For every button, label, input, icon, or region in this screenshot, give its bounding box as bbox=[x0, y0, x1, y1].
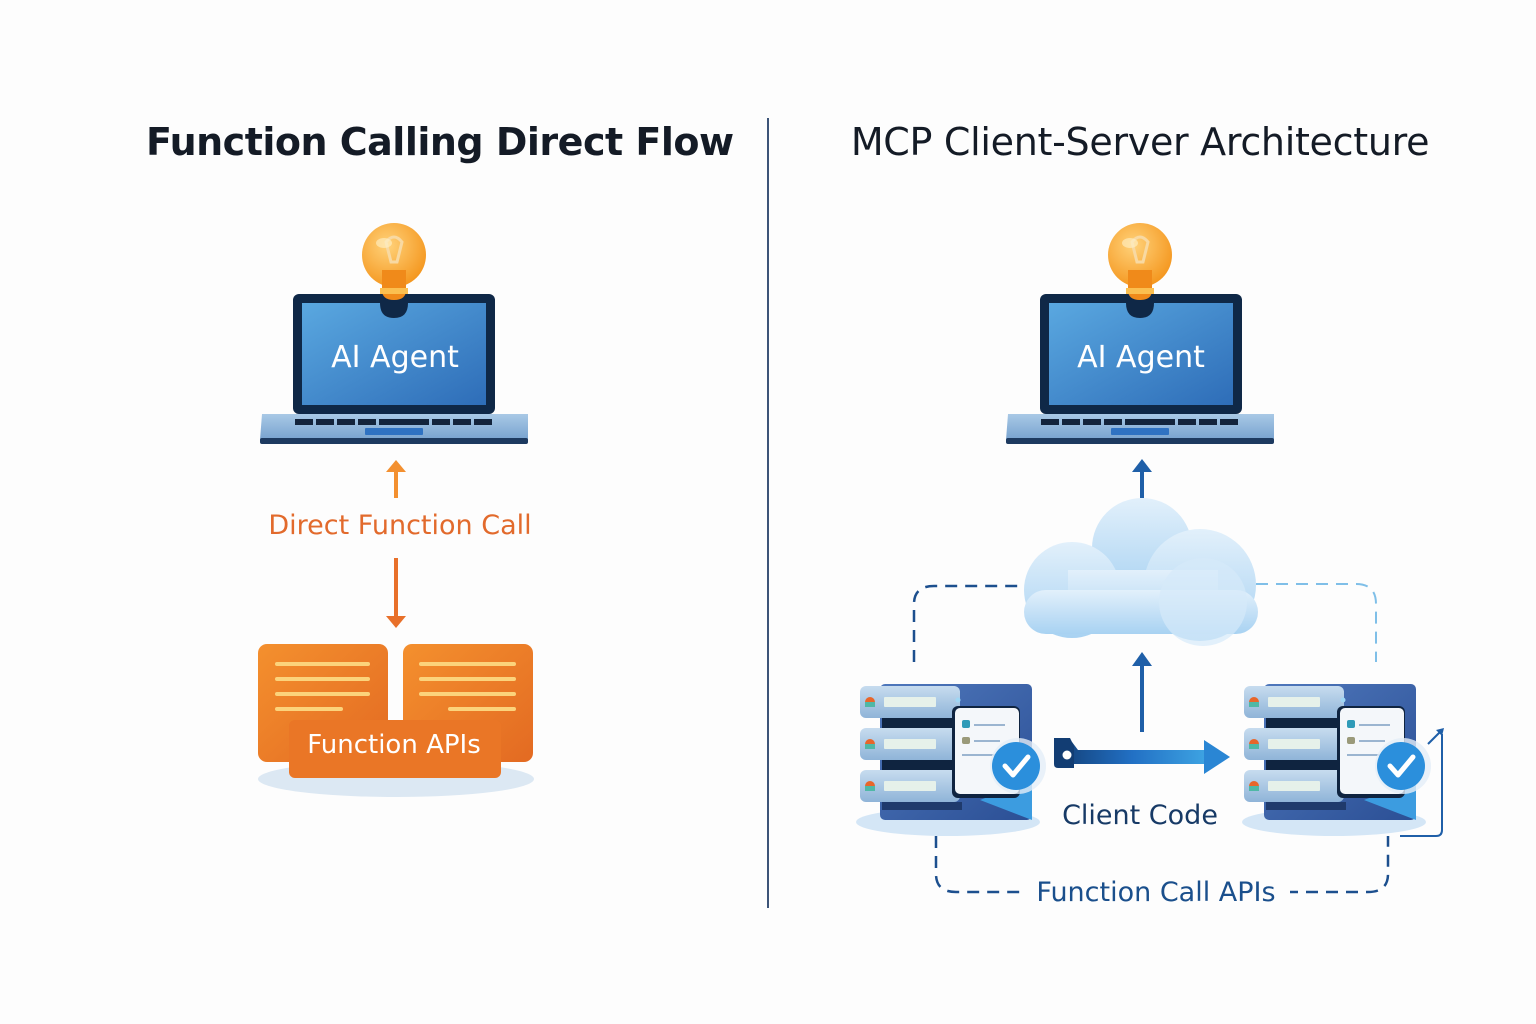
left-ai-agent-laptop bbox=[260, 294, 528, 444]
client-code-label: Client Code bbox=[1062, 800, 1218, 831]
keyboard-keys bbox=[295, 419, 492, 425]
server-right-icon bbox=[1242, 684, 1431, 836]
right-agent-label: AI Agent bbox=[1077, 340, 1205, 375]
check-icon bbox=[1375, 738, 1431, 794]
server-rack-units bbox=[860, 686, 962, 810]
doc-lines bbox=[275, 662, 516, 711]
cloud-to-agent-arrow bbox=[1132, 459, 1152, 498]
server-return-arrow bbox=[1400, 728, 1444, 837]
function-call-apis-label: Function Call APIs bbox=[1022, 877, 1290, 908]
function-apis-label: Function APIs bbox=[307, 730, 481, 760]
keyboard-keys bbox=[1041, 419, 1238, 425]
check-icon bbox=[990, 738, 1046, 794]
left-agent-label: AI Agent bbox=[331, 340, 459, 375]
left-up-arrow bbox=[386, 460, 406, 498]
right-panel-title: MCP Client-Server Architecture bbox=[850, 120, 1430, 164]
server-rack-units bbox=[1244, 686, 1346, 810]
right-ai-agent-laptop bbox=[1006, 294, 1274, 444]
left-panel-title: Function Calling Direct Flow bbox=[146, 120, 734, 164]
pipe-to-cloud-arrow bbox=[1132, 652, 1152, 732]
panel-divider bbox=[767, 118, 769, 908]
server-left-icon bbox=[856, 684, 1046, 836]
lightbulb-icon bbox=[1108, 223, 1172, 300]
cloud-icon bbox=[1024, 498, 1258, 646]
dashed-connector-bottom bbox=[934, 836, 1390, 894]
direct-function-call-label: Direct Function Call bbox=[268, 510, 532, 541]
dashed-connector-left bbox=[912, 584, 1024, 662]
lightbulb-icon bbox=[362, 223, 426, 300]
left-down-arrow bbox=[386, 558, 406, 628]
client-code-pipe-arrow bbox=[1054, 738, 1230, 774]
dashed-connector-right bbox=[1256, 583, 1377, 662]
left-function-apis-icon bbox=[258, 644, 534, 797]
